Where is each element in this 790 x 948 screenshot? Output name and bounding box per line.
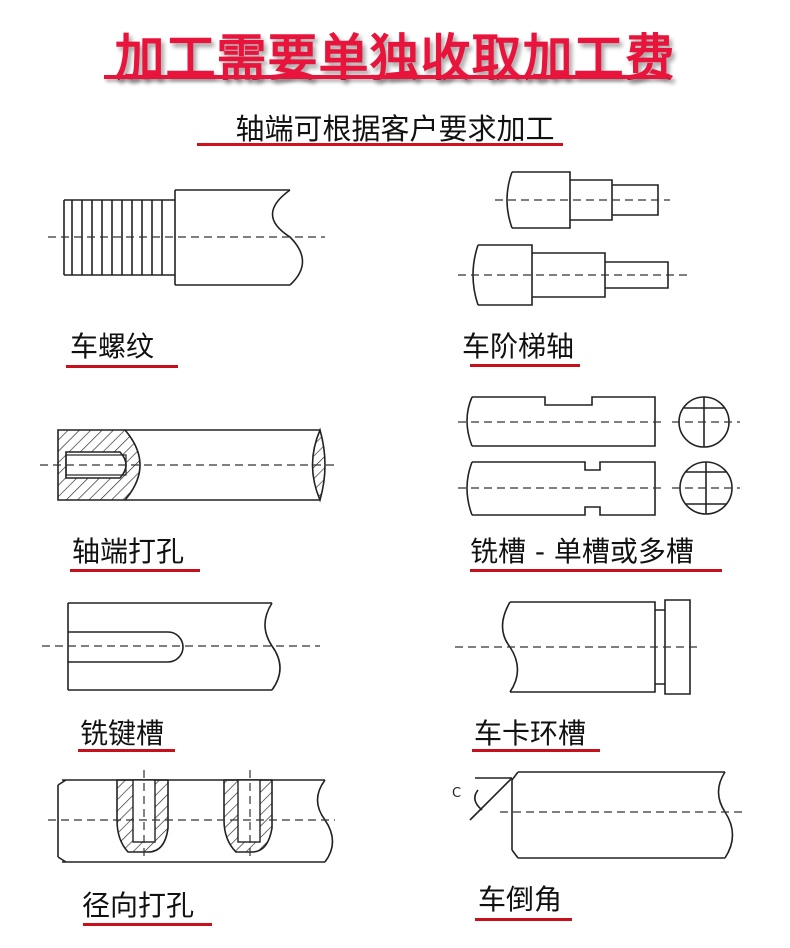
page-subtitle: 轴端可根据客户要求加工: [235, 112, 555, 146]
label-keyway-milling: 铣键槽: [80, 717, 165, 750]
label-circlip-groove: 车卡环槽: [474, 717, 587, 750]
label-end-drilling: 轴端打孔: [72, 535, 185, 568]
diagram-circlip-groove: [455, 599, 700, 695]
label-slot-milling: 铣槽 - 单槽或多槽: [470, 535, 694, 568]
chamfer-symbol: C: [452, 786, 461, 801]
title-underline: [104, 75, 666, 79]
diagram-thread-turning: [48, 189, 325, 286]
label-stepped-shaft: 车阶梯轴: [462, 330, 575, 363]
underline: [470, 569, 722, 572]
underline: [472, 749, 600, 752]
diagram-radial-drilling: [48, 770, 335, 863]
diagram-end-drilling: [40, 427, 335, 503]
diagram-stepped-shaft: [458, 171, 690, 306]
underline: [475, 918, 572, 921]
label-radial-drilling: 径向打孔: [82, 889, 195, 922]
underline: [470, 364, 580, 367]
underline: [83, 923, 212, 926]
underline: [78, 749, 175, 752]
diagram-slot-milling: [458, 396, 740, 516]
underline: [70, 569, 200, 572]
diagram-chamfering: C: [452, 771, 745, 859]
subtitle-underline: [197, 143, 563, 146]
underline: [66, 365, 178, 368]
label-chamfering: 车倒角: [478, 883, 563, 916]
label-thread-turning: 车螺纹: [70, 330, 155, 363]
diagram-keyway-milling: [42, 602, 320, 691]
